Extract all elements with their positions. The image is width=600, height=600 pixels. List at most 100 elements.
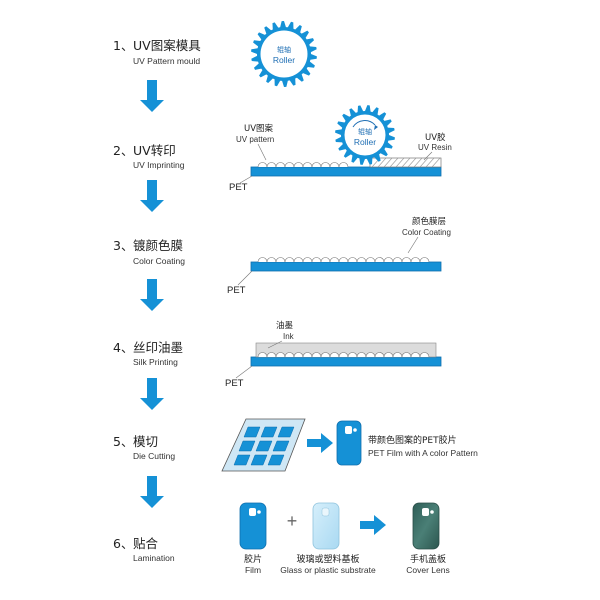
coating-illustration: 颜色膜层 Color Coating PET: [227, 216, 451, 296]
pet-film-base: [250, 166, 442, 177]
step-6: 6、 贴合 Lamination: [113, 536, 175, 563]
glass-substrate-icon: [312, 502, 340, 550]
pattern-bump: [311, 352, 322, 358]
pattern-bump: [356, 257, 367, 263]
roller-imprint: 辊轴 Roller: [335, 105, 395, 165]
pattern-bump: [365, 257, 376, 263]
step-4: 4、 丝印油墨 Silk Printing: [113, 340, 183, 367]
pattern-bump: [275, 257, 286, 263]
down-arrow-icon: [140, 80, 164, 112]
pattern-bump: [347, 352, 358, 358]
pattern-bump: [329, 352, 340, 358]
step-3-subtitle: Color Coating: [133, 256, 185, 266]
step-1-title: UV图案模具: [133, 38, 201, 53]
roller-label-en: Roller: [273, 55, 295, 65]
pet-film-label-en: PET Film with A color Pattern: [368, 448, 478, 458]
step-1-subtitle: UV Pattern mould: [133, 56, 200, 66]
roller-mould: 辊轴 Roller: [251, 21, 317, 87]
pattern-bump: [266, 162, 277, 168]
pattern-bump: [338, 162, 349, 168]
pet-label-3: PET: [227, 285, 246, 296]
pattern-bump: [401, 257, 412, 263]
pattern-bump: [257, 257, 268, 263]
pattern-bump: [383, 352, 394, 358]
resin-hatch: [371, 157, 441, 168]
uv-resin-label-cn: UV胶: [425, 132, 446, 143]
pet-label-2: PET: [229, 182, 248, 193]
step-2-number: 2、: [113, 143, 133, 158]
film-label-en: Film: [245, 565, 261, 575]
ink-label-cn: 油墨: [276, 320, 294, 331]
phone-film-icon: [336, 420, 362, 466]
glass-label-en: Glass or plastic substrate: [280, 565, 376, 575]
pattern-bump: [356, 352, 367, 358]
step-5-title: 模切: [133, 434, 158, 449]
lens-label-cn: 手机盖板: [410, 553, 446, 565]
down-arrow-icon: [140, 378, 164, 410]
pattern-bump: [410, 352, 421, 358]
pattern-bump: [419, 352, 430, 358]
pet-film-base: [250, 356, 442, 367]
pattern-bump: [284, 257, 295, 263]
diecut-illustration: 带颜色图案的PET胶片 PET Film with A color Patter…: [221, 418, 478, 472]
coated-bumps: [257, 257, 430, 263]
roller2-label-en: Roller: [354, 137, 376, 147]
pattern-bump: [311, 162, 322, 168]
printing-illustration: 油墨 Ink PET: [225, 320, 442, 389]
step-6-title: 贴合: [133, 536, 159, 551]
down-arrow-icon: [140, 180, 164, 212]
pattern-bump: [266, 257, 277, 263]
step-4-subtitle: Silk Printing: [133, 357, 178, 367]
right-arrow-icon: [360, 515, 386, 535]
pet-film-base: [250, 261, 442, 272]
pattern-bump: [257, 162, 268, 168]
step-5: 5、 模切 Die Cutting: [113, 434, 175, 461]
uv-pattern-label-en: UV pattern: [236, 135, 274, 144]
down-arrow-icon: [140, 279, 164, 311]
uv-pattern-bumps: [257, 162, 349, 168]
down-arrows: [140, 80, 164, 508]
step-6-subtitle: Lamination: [133, 553, 175, 563]
cover-lens-icon: [412, 502, 440, 550]
pattern-bump: [320, 352, 331, 358]
right-arrow-icon: [307, 433, 333, 453]
step-1-number: 1、: [113, 38, 133, 53]
roller2-label-cn: 辊轴: [358, 127, 372, 136]
pattern-bump: [293, 162, 304, 168]
step-6-number: 6、: [113, 536, 133, 551]
pattern-bump: [275, 162, 286, 168]
gear-roller-icon: [251, 21, 317, 87]
film-phone-icon: [239, 502, 267, 550]
pattern-bump: [311, 257, 322, 263]
pattern-bump: [329, 162, 340, 168]
pattern-bump: [401, 352, 412, 358]
pattern-bump: [284, 352, 295, 358]
pattern-bump: [293, 352, 304, 358]
plus-sign: +: [287, 511, 298, 531]
step-1: 1、 UV图案模具 UV Pattern mould: [113, 38, 201, 66]
step-2-subtitle: UV Imprinting: [133, 160, 185, 170]
pattern-bump: [320, 162, 331, 168]
pattern-bump: [383, 257, 394, 263]
film-label-cn: 胶片: [244, 553, 262, 565]
step-2: 2、 UV转印 UV Imprinting: [113, 143, 185, 170]
pet-label-4: PET: [225, 378, 244, 389]
imprinting-illustration: 辊轴 Roller UV图案 UV pattern UV胶 UV Resin P…: [229, 105, 452, 193]
pattern-bump: [302, 257, 313, 263]
pattern-bump: [302, 162, 313, 168]
pet-film-label-cn: 带颜色图案的PET胶片: [368, 434, 457, 446]
down-arrow-icon: [140, 476, 164, 508]
pattern-bump: [365, 352, 376, 358]
step-3-title: 镀颜色膜: [133, 238, 183, 253]
roller-label-cn: 辊轴: [277, 45, 291, 54]
pattern-bump: [392, 352, 403, 358]
uv-resin-label-en: UV Resin: [418, 143, 452, 152]
pattern-bump: [320, 257, 331, 263]
pattern-bump: [329, 257, 340, 263]
lamination-illustration: + 胶片 Film 玻璃或塑料基板 Glass or plastic subst…: [239, 502, 450, 575]
ink-label-en: Ink: [283, 332, 295, 341]
pattern-bump: [374, 352, 385, 358]
step-5-number: 5、: [113, 434, 133, 449]
